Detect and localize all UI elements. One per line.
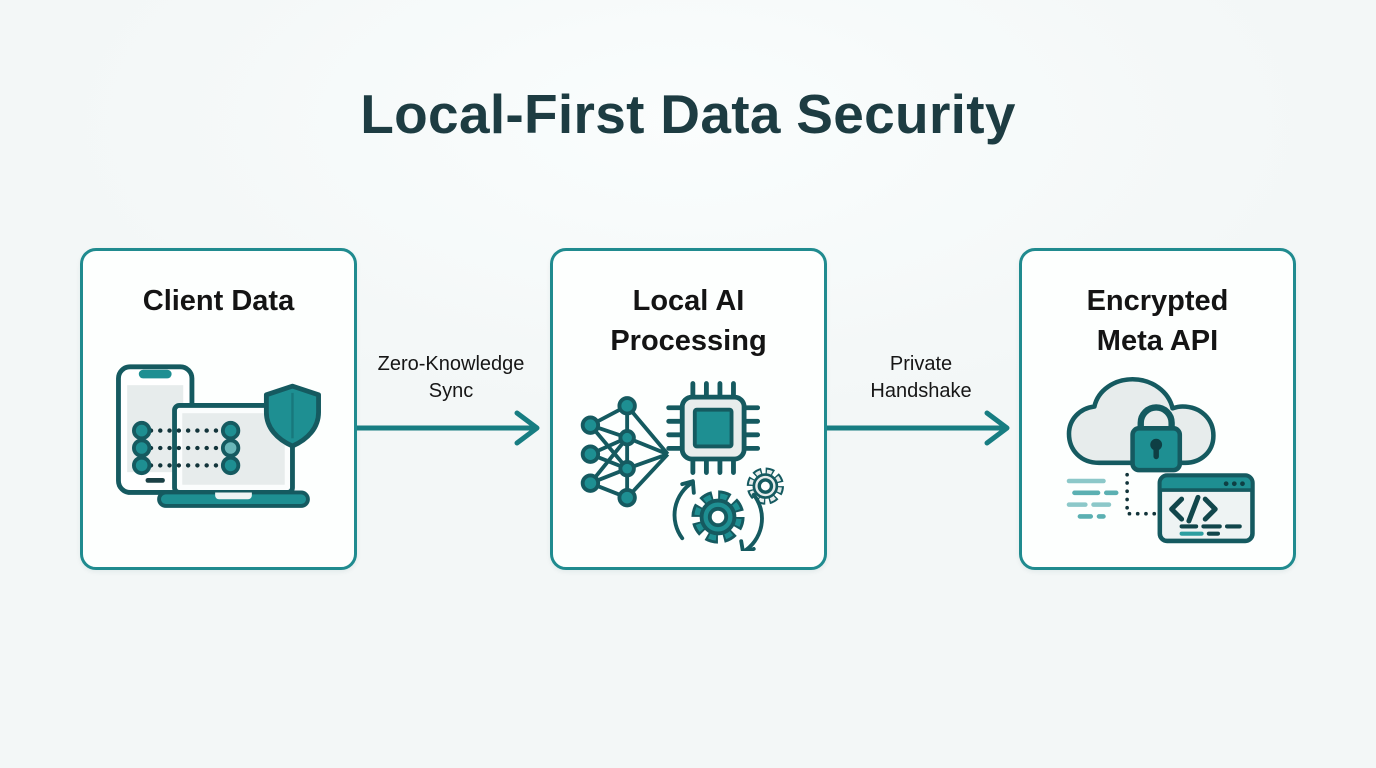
node-client-data: Client Data [80,248,357,570]
client-devices-icon [115,364,321,508]
chip-icon [665,381,760,476]
connector-label: Private Handshake [870,353,972,402]
rotation-arrows-icon [672,479,764,551]
shield-icon [263,383,321,449]
page-title: Local-First Data Security [360,83,1016,145]
code-glyph [1168,495,1218,524]
code-window-icon [1157,473,1255,544]
gear-large-icon [690,490,745,544]
gear-small-icon [746,467,784,505]
node-encrypted-meta-api: Encrypted Meta API [1019,248,1296,570]
connector-zero-knowledge-sync: Zero-Knowledge Sync [357,352,545,446]
code-lines [1179,524,1242,537]
neural-network-icon [580,396,669,508]
node-label: Local AI Processing [610,285,767,358]
metadata-stream-lines [1066,479,1118,520]
dotted-link-line [1124,473,1158,516]
data-rows-icon [131,420,240,475]
connector-private-handshake: Private Handshake [827,352,1015,446]
connector-label: Zero-Knowledge Sync [377,353,525,402]
node-label: Client Data [142,285,295,317]
node-label: Encrypted Meta API [1086,285,1229,358]
padlock-icon [1129,404,1182,473]
ai-chip-gears-icon [580,381,784,551]
arrow-right-icon [827,410,1010,446]
arrow-right-icon [357,410,540,446]
node-local-ai-processing: Local AI Processing [550,248,827,570]
cloud-lock-api-icon [1066,377,1255,544]
